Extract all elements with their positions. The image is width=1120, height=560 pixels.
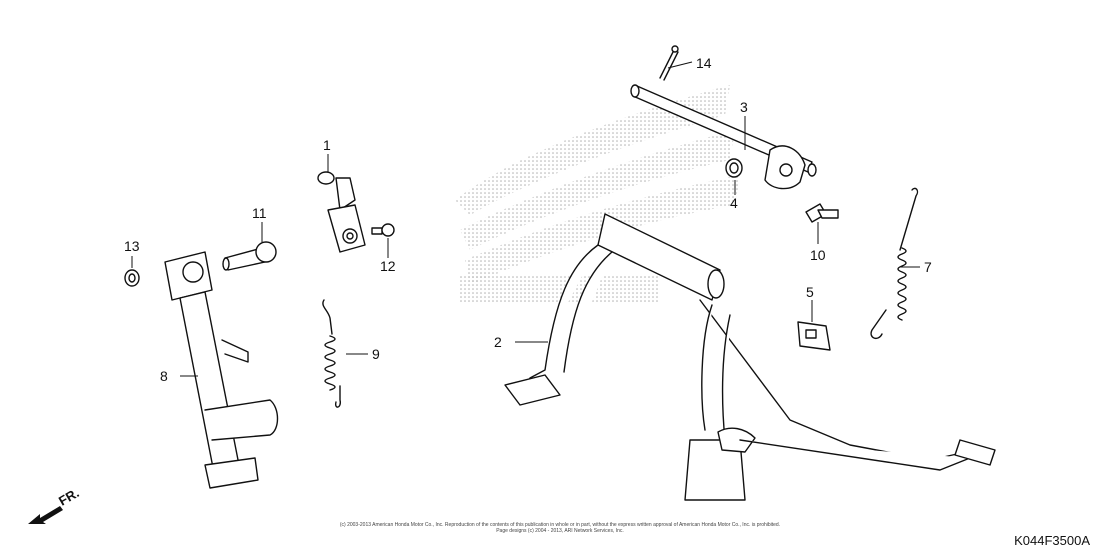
callout-4[interactable]: 4 — [730, 195, 738, 211]
copyright-notice: (c) 2003-2013 American Honda Motor Co., … — [300, 522, 820, 534]
callout-11[interactable]: 11 — [252, 205, 267, 221]
leader-lines — [131, 61, 920, 377]
part-2-main-stand[interactable] — [504, 213, 996, 501]
callout-14[interactable]: 14 — [696, 55, 712, 71]
copyright-line-1: (c) 2003-2013 American Honda Motor Co., … — [339, 522, 781, 528]
callout-labels: 14 3 4 10 5 7 2 8 9 1 11 12 13 — [124, 55, 932, 384]
callout-3[interactable]: 3 — [740, 99, 748, 115]
part-1-side-stand-switch[interactable] — [317, 171, 366, 253]
part-7-spring[interactable] — [870, 187, 919, 340]
copyright-line-2: Page designs (c) 2004 - 2013, ARI Networ… — [496, 528, 624, 534]
part-3-stand-shaft[interactable] — [630, 84, 817, 190]
callout-13[interactable]: 13 — [124, 238, 140, 254]
part-4-collar[interactable] — [725, 158, 743, 178]
part-14-cotter-pin[interactable] — [659, 45, 679, 81]
callout-12[interactable]: 12 — [380, 258, 396, 274]
part-13-nut[interactable] — [124, 269, 140, 287]
callout-9[interactable]: 9 — [372, 346, 380, 362]
callout-5[interactable]: 5 — [806, 284, 814, 300]
arrow-icon — [28, 506, 63, 524]
callout-1[interactable]: 1 — [323, 137, 331, 153]
part-12-bolt[interactable] — [371, 223, 395, 237]
diagram-code: K044F3500A — [1014, 533, 1090, 548]
callout-8[interactable]: 8 — [160, 368, 168, 384]
part-8-side-stand[interactable] — [164, 251, 279, 489]
callout-10[interactable]: 10 — [810, 247, 826, 263]
part-5-stopper[interactable] — [797, 321, 831, 351]
part-10-bolt[interactable] — [805, 203, 839, 223]
front-direction-arrow: FR. — [28, 488, 82, 524]
callout-2[interactable]: 2 — [494, 334, 502, 350]
callout-7[interactable]: 7 — [924, 259, 932, 275]
part-9-spring[interactable] — [322, 299, 342, 408]
direction-label: FR. — [56, 488, 82, 509]
part-11-pivot-bolt[interactable] — [222, 241, 277, 271]
